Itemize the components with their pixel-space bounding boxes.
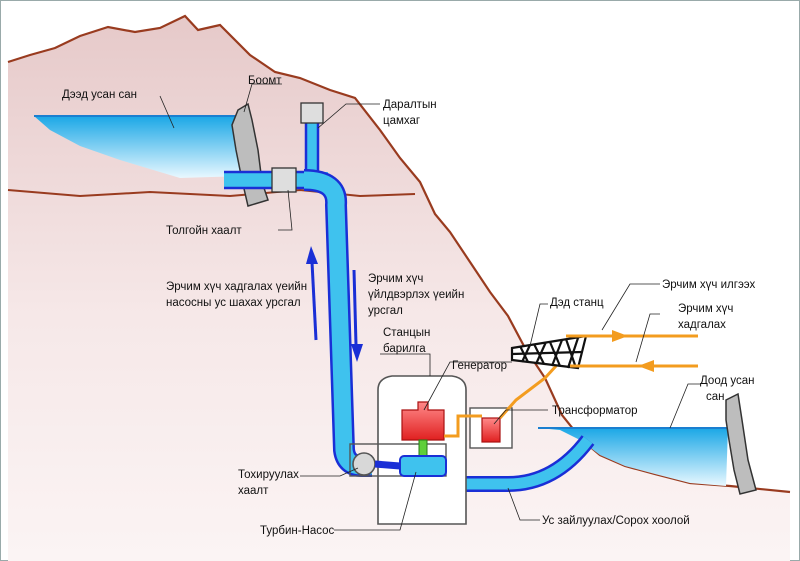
generator: [401, 401, 445, 441]
head-gate-label: Толгойн хаалт: [166, 225, 242, 237]
surge-tower-label-line2: цамхаг: [383, 115, 420, 127]
control-gate-label-line1: Тохируулах: [238, 469, 299, 481]
surge-tower: [300, 102, 324, 180]
upper-reservoir-label: Дээд усан сан: [62, 89, 137, 101]
rock-strata-line: [7, 188, 416, 198]
discharge-pipe-label: Ус зайлуулах/Сорох хоолой: [542, 515, 690, 527]
substation-label: Дэд станц: [550, 297, 604, 309]
dam-label: Боомт: [248, 75, 282, 87]
surge-tower-label-line1: Даралтын: [383, 99, 437, 111]
power-line-generator-transformer: [444, 414, 482, 438]
transformer: [481, 417, 501, 443]
generator-label: Генератор: [452, 360, 507, 372]
turbine-pump-label: Турбин-Насос: [260, 525, 335, 537]
energy-out-label: Эрчим хүч илгээх: [662, 279, 756, 291]
powerhouse-label-line2: барилга: [383, 343, 426, 355]
upper-reservoir-water: [34, 116, 244, 178]
surge-tower-cap: [300, 102, 324, 124]
leader-lines: [159, 83, 700, 531]
pump-flow-label-line2: насосны ус шахах урсгал: [166, 297, 301, 309]
pump-flow-arrow: [306, 246, 318, 341]
powerhouse-label-line1: Станцын: [383, 327, 430, 339]
lower-reservoir-label-line2: сан: [706, 391, 725, 403]
turbine-pump: [399, 455, 447, 477]
gen-flow-label-line1: Эрчим хүч: [368, 273, 423, 285]
transmission-line-out: [566, 330, 698, 342]
lower-reservoir-label-line1: Доод усан: [700, 375, 754, 387]
power-line-transformer-substation: [498, 364, 558, 419]
head-gate-valve: [271, 167, 297, 193]
transmission-line-in: [570, 360, 698, 372]
generation-flow-arrow: [351, 269, 363, 362]
gen-flow-label-line3: урсгал: [368, 305, 403, 317]
substation: [510, 334, 588, 370]
control-gate-valve: [352, 452, 376, 476]
pump-flow-label-line1: Эрчим хүч хадгалах үеийн: [166, 281, 307, 293]
energy-in-label-line2: хадгалах: [678, 319, 726, 331]
transformer-label: Трансформатор: [552, 405, 638, 417]
discharge-pipe: [420, 435, 595, 492]
control-gate-label-line2: хаалт: [238, 485, 269, 497]
energy-in-label-line1: Эрчим хүч: [678, 303, 733, 315]
gen-flow-label-line2: үйлдвэрлэх үеийн: [368, 289, 464, 301]
lower-dam: [725, 392, 757, 495]
